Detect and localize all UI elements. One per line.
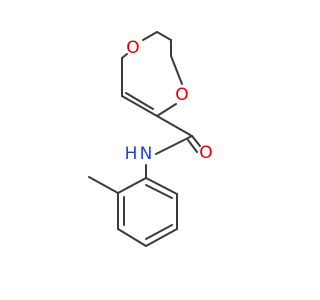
- bond-benzene-6-1-inner: [145, 184, 173, 199]
- atom-label-layer: O O O N H: [125, 38, 213, 164]
- bond-benzene-6-1: [145, 177, 178, 195]
- bond-c-o1: [121, 53, 128, 59]
- bond-layer: [88, 31, 201, 247]
- bond-top-c-c: [156, 31, 172, 41]
- molecule-diagram: O O O N H: [88, 31, 213, 247]
- atom-label-amide-hydrogen: H: [125, 144, 138, 164]
- bond-benzene-4-5-inner: [145, 224, 173, 240]
- bond-benzene-3-4: [117, 228, 147, 247]
- bond-benzene-1-2: [117, 177, 147, 194]
- bond-carbonyl-c-o: [191, 135, 201, 147]
- bond-carbonyl-c-n: [155, 135, 193, 155]
- atom-label-amide-nitrogen: N: [140, 144, 153, 164]
- atom-label-ring-oxygen-right: O: [175, 85, 188, 105]
- bond-benzene-4-5: [145, 228, 178, 247]
- bond-c-c-ring-double: [121, 95, 158, 117]
- bond-c-c-ring-double-inner: [125, 92, 154, 110]
- bond-carbonyl-c-o-double: [187, 139, 198, 153]
- bond-methyl: [88, 176, 119, 194]
- bond-c-o2: [170, 55, 183, 85]
- atom-label-ring-oxygen-top: O: [126, 38, 139, 58]
- bond-o2-c-sp2: [156, 103, 177, 117]
- bond-o1-c-top: [142, 31, 158, 41]
- atom-label-carbonyl-oxygen: O: [199, 143, 212, 163]
- bond-c-carbonyl-c: [156, 115, 193, 137]
